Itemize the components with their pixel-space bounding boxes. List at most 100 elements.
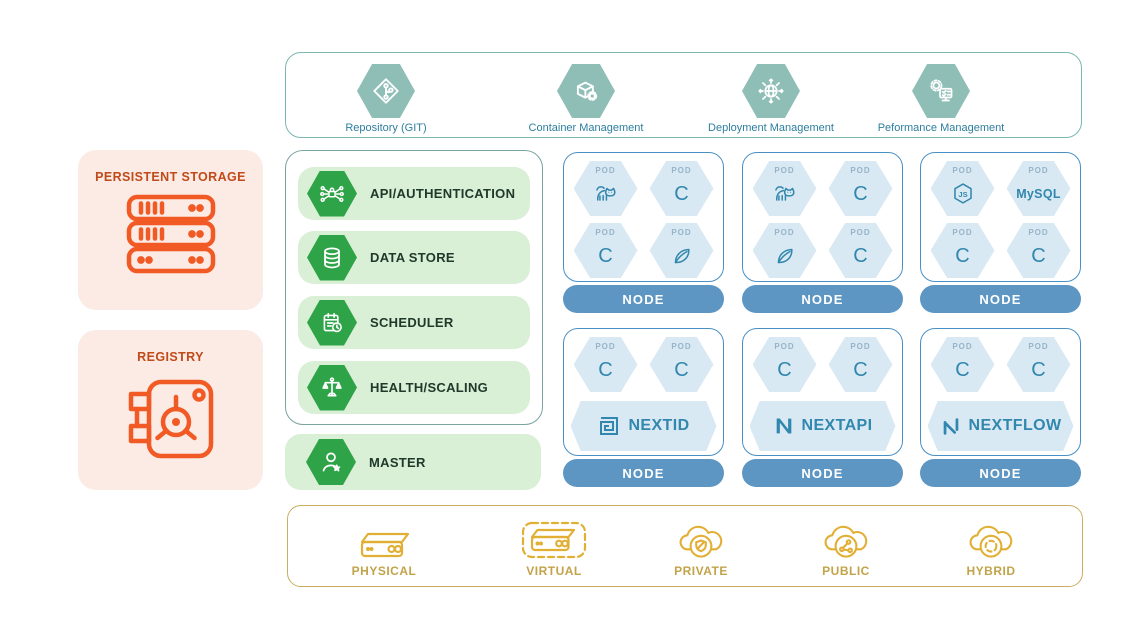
nextid-logo-icon (597, 414, 621, 438)
infra-item-virtual: VIRTUAL (489, 518, 619, 578)
pod-label: POD (952, 166, 973, 175)
toolbar-item-deployment: Deployment Management (683, 64, 859, 134)
toolbar-label: Peformance Management (877, 122, 1005, 134)
node-box: POD C POD C NEXTAPI (742, 328, 903, 456)
spring-leaf-icon (670, 234, 694, 278)
pod-label: POD (595, 166, 616, 175)
pod-hexagon: POD (649, 223, 714, 278)
panel-title: PERSISTENT STORAGE (95, 170, 246, 184)
physical-server-icon (356, 518, 412, 560)
pod-label: POD (671, 166, 692, 175)
node-label-pill: NODE (563, 285, 724, 313)
node-label-pill: NODE (920, 285, 1081, 313)
pod-label: POD (850, 342, 871, 351)
pod-label: POD (1028, 166, 1049, 175)
pod-hexagon: POD MySQL (1006, 161, 1071, 216)
pod-hexagon: POD (752, 161, 817, 216)
toolbar-label: Deployment Management (708, 122, 834, 134)
git-icon (357, 64, 415, 118)
pod-label: POD (952, 228, 973, 237)
node-label-pill: NODE (742, 285, 903, 313)
node-label-pill: NODE (742, 459, 903, 487)
container-letter: C (853, 182, 868, 205)
node-box: POD C POD C NEXTID (563, 328, 724, 456)
pod-label: POD (774, 166, 795, 175)
node-cell-3: POD JS POD MySQL POD C (920, 152, 1081, 313)
control-plane-label: API/AUTHENTICATION (370, 186, 516, 201)
control-plane-label: HEALTH/SCALING (370, 380, 489, 395)
node-box: POD C POD C NEXTFLOW (920, 328, 1081, 456)
pod-label: POD (671, 342, 692, 351)
tomcat-cat-icon (593, 172, 619, 216)
toolbar-label: Repository (GIT) (345, 122, 427, 134)
control-plane-item-api: API/AUTHENTICATION (298, 167, 530, 220)
pod-hexagon: POD (752, 223, 817, 278)
calendar-clock-icon (307, 299, 357, 346)
infra-item-hybrid: HYBRID (926, 518, 1056, 578)
infra-item-public: PUBLIC (781, 518, 911, 578)
toolbar-item-repository: Repository (GIT) (298, 64, 474, 134)
app-banner-nextapi: NEXTAPI (749, 401, 896, 451)
infra-label: PUBLIC (822, 564, 870, 578)
node-cell-5: POD C POD C NEXTAPI NODE (742, 328, 903, 488)
pod-hexagon: POD C (649, 161, 714, 216)
pod-hexagon: POD JS (930, 161, 995, 216)
node-box: POD JS POD MySQL POD C (920, 152, 1081, 282)
node-cell-6: POD C POD C NEXTFLOW NODE (920, 328, 1081, 488)
database-icon (307, 234, 357, 281)
pod-label: POD (595, 228, 616, 237)
pod-hexagon: POD C (649, 337, 714, 392)
virtual-server-icon (521, 518, 587, 560)
infra-label: PRIVATE (674, 564, 728, 578)
control-plane-item-health: HEALTH/SCALING (298, 361, 530, 414)
control-plane-label: SCHEDULER (370, 315, 454, 330)
infra-item-physical: PHYSICAL (319, 518, 449, 578)
toolbar-label: Container Management (528, 122, 644, 134)
pod-hexagon: POD C (1006, 223, 1071, 278)
pod-label: POD (595, 342, 616, 351)
container-letter: C (1031, 244, 1046, 267)
deployment-icon (742, 64, 800, 118)
master-label: MASTER (369, 454, 426, 470)
container-letter: C (598, 244, 613, 267)
mysql-logo: MySQL (1016, 187, 1061, 201)
pod-label: POD (952, 342, 973, 351)
private-cloud-icon (674, 518, 728, 560)
user-star-icon (306, 439, 356, 485)
container-letter: C (955, 244, 970, 267)
pod-hexagon: POD C (1006, 337, 1071, 392)
app-name: NEXTID (628, 417, 690, 434)
persistent-storage-panel: PERSISTENT STORAGE (78, 150, 263, 310)
pod-hexagon: POD C (828, 223, 893, 278)
app-banner-nextflow: NEXTFLOW (927, 401, 1074, 451)
control-plane-item-scheduler: SCHEDULER (298, 296, 530, 349)
vault-icon (123, 374, 219, 464)
toolbar-item-performance: Peformance Management (853, 64, 1029, 134)
node-cell-2: POD POD C (742, 152, 903, 313)
pod-label: POD (850, 166, 871, 175)
tomcat-cat-icon (772, 172, 798, 216)
control-plane-label: DATA STORE (370, 250, 455, 265)
node-box: POD POD C (742, 152, 903, 282)
infra-label: VIRTUAL (526, 564, 582, 578)
node-cell-4: POD C POD C NEXTID NODE (563, 328, 724, 488)
container-letter: C (777, 358, 792, 381)
public-cloud-icon (819, 518, 873, 560)
app-name: NEXTFLOW (968, 417, 1062, 434)
pod-label: POD (850, 228, 871, 237)
pod-label: POD (774, 342, 795, 351)
pod-hexagon: POD C (752, 337, 817, 392)
pod-label: POD (1028, 228, 1049, 237)
performance-icon (912, 64, 970, 118)
nodejs-icon: JS (950, 172, 976, 216)
pod-label: POD (1028, 342, 1049, 351)
pod-hexagon: POD C (573, 337, 638, 392)
pod-label: POD (774, 228, 795, 237)
infra-label: PHYSICAL (351, 564, 417, 578)
infra-item-private: PRIVATE (636, 518, 766, 578)
api-lock-network-icon (307, 170, 357, 217)
devops-toolbar: Repository (GIT) Container Management (285, 52, 1082, 138)
node-label-pill: NODE (563, 459, 724, 487)
spring-leaf-icon (773, 234, 797, 278)
